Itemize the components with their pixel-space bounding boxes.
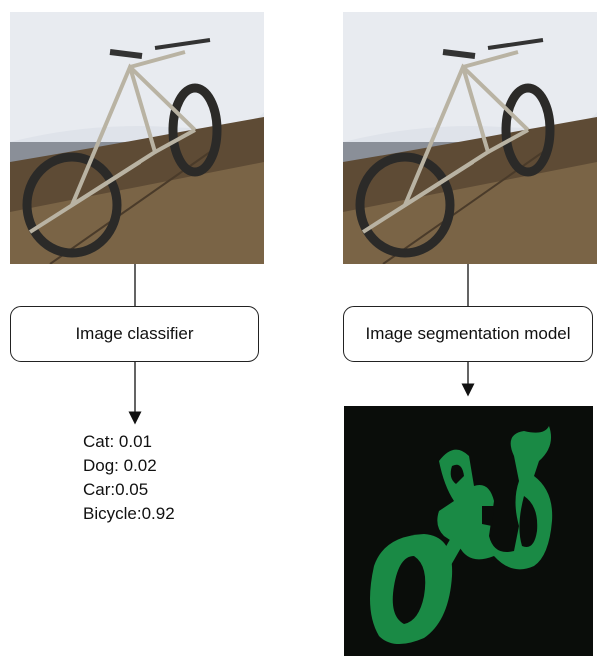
result-bicycle: Bicycle:0.92: [83, 504, 175, 523]
image-classifier-box: Image classifier: [10, 306, 259, 362]
segmentation-mask-output: [344, 406, 593, 656]
result-car: Car:0.05: [83, 480, 149, 499]
result-dog: Dog: 0.02: [83, 456, 157, 475]
bicycle-photo-input-left: [10, 12, 264, 264]
image-segmentation-label: Image segmentation model: [365, 324, 571, 343]
bicycle-photo-input-right: [343, 12, 597, 264]
image-segmentation-model-box: Image segmentation model: [343, 306, 593, 362]
classifier-results: Cat: 0.01 Dog: 0.02 Car:0.05 Bicycle:0.9…: [83, 430, 175, 526]
result-cat: Cat: 0.01: [83, 432, 152, 451]
image-classifier-label: Image classifier: [75, 324, 194, 343]
